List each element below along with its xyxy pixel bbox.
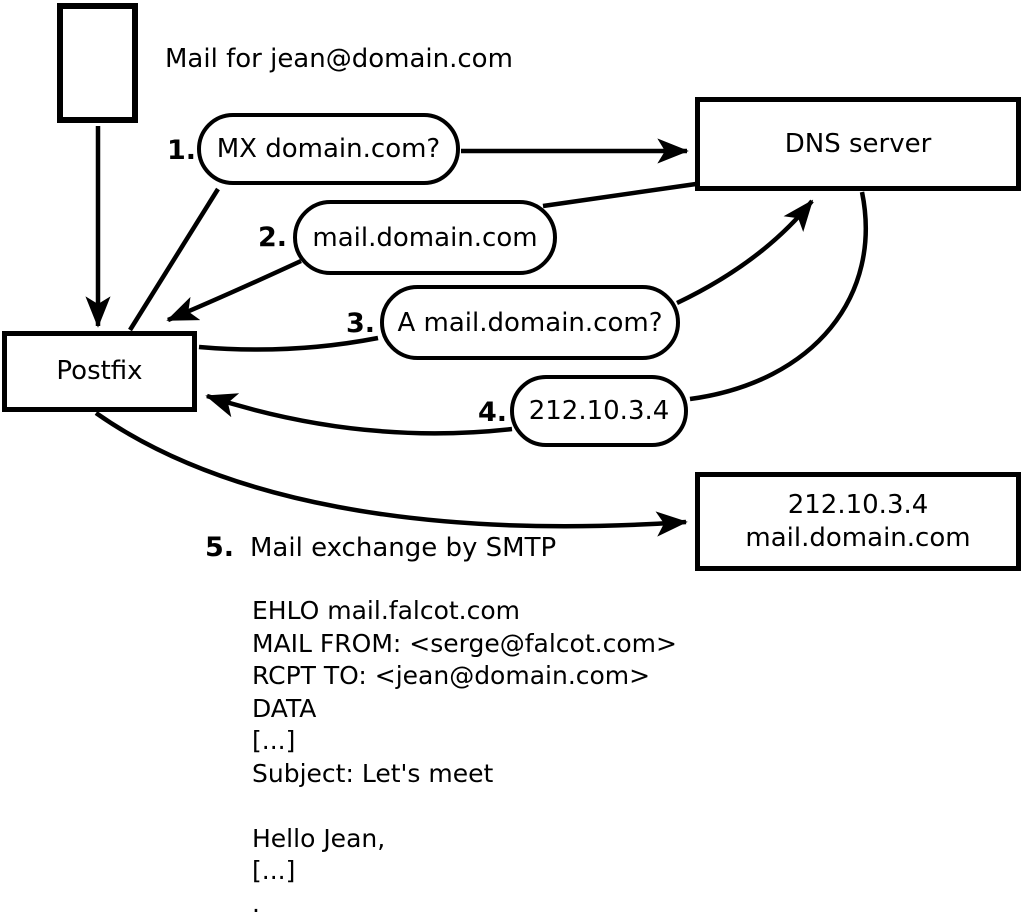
step5-label: Mail exchange by SMTP (250, 533, 557, 563)
step2-answer-label: mail.domain.com (312, 222, 538, 253)
mail-server-node: 212.10.3.4 mail.domain.com (695, 472, 1021, 571)
postfix-node: Postfix (2, 331, 197, 412)
line-postfix-to-step1 (128, 187, 220, 332)
arrow-step3-to-dns (676, 199, 814, 306)
step3-number: 3. (346, 308, 376, 339)
mail-message-node (57, 3, 138, 123)
smtp-line: DATA (252, 693, 317, 723)
mail-caption: Mail for jean@domain.com (165, 44, 513, 74)
step4-number: 4. (478, 397, 508, 428)
arrow-step4-to-postfix (205, 393, 513, 436)
smtp-line: MAIL FROM: <serge@falcot.com> (252, 628, 677, 658)
smtp-line: [...] (252, 726, 296, 755)
postfix-label: Postfix (56, 356, 143, 386)
step4-answer-pill: 212.10.3.4 (510, 375, 688, 447)
line-dns-to-step2 (542, 181, 697, 209)
mail-server-ip: 212.10.3.4 (787, 489, 929, 520)
line-dns-to-step4 (689, 191, 868, 402)
dns-server-label: DNS server (784, 128, 932, 159)
step2-answer-pill: mail.domain.com (293, 200, 557, 275)
step3-query-label: A mail.domain.com? (397, 307, 663, 338)
smtp-session-block: EHLO mail.falcot.com MAIL FROM: <serge@f… (252, 595, 677, 919)
smtp-line: EHLO mail.falcot.com (252, 596, 521, 625)
arrow-step2-to-postfix (166, 258, 302, 323)
smtp-line: RCPT TO: <jean@domain.com> (252, 661, 651, 690)
smtp-line: [...] (252, 856, 296, 885)
step2-number: 2. (258, 222, 288, 253)
smtp-line: Subject: Let's meet (252, 758, 494, 788)
smtp-line (252, 790, 677, 823)
step1-query-pill: MX domain.com? (197, 113, 460, 185)
dns-server-node: DNS server (695, 97, 1021, 191)
step3-query-pill: A mail.domain.com? (380, 285, 680, 360)
smtp-line: Hello Jean, (252, 823, 386, 853)
step5-number: 5. (205, 532, 235, 563)
step4-answer-label: 212.10.3.4 (528, 396, 670, 426)
step1-number: 1. (167, 135, 197, 166)
step1-query-label: MX domain.com? (216, 134, 441, 164)
smtp-line: . (252, 888, 260, 918)
line-postfix-to-step3 (198, 335, 379, 352)
mail-server-hostname: mail.domain.com (745, 522, 971, 553)
